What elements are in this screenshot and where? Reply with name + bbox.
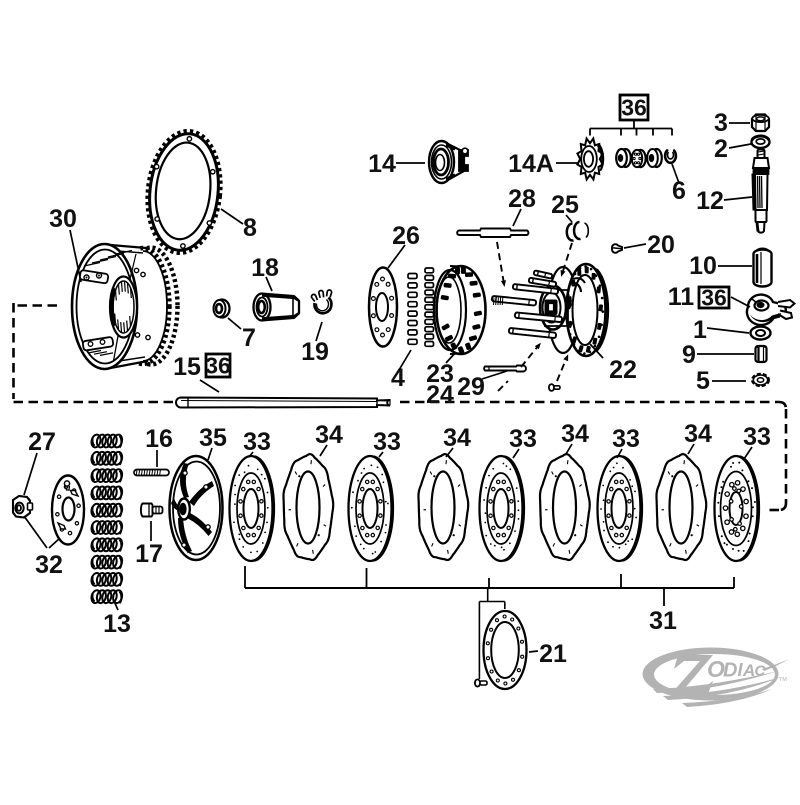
svg-text:33: 33 — [373, 428, 401, 456]
svg-text:2: 2 — [714, 135, 728, 163]
svg-text:14A: 14A — [508, 150, 554, 178]
svg-text:34: 34 — [684, 420, 712, 448]
svg-text:17: 17 — [135, 540, 163, 568]
svg-text:16: 16 — [145, 425, 173, 453]
svg-text:3: 3 — [714, 109, 728, 137]
svg-text:12: 12 — [696, 187, 724, 215]
svg-text:26: 26 — [392, 222, 420, 250]
svg-text:27: 27 — [28, 428, 56, 456]
svg-text:33: 33 — [743, 423, 771, 451]
svg-text:33: 33 — [509, 425, 537, 453]
svg-text:18: 18 — [251, 254, 279, 282]
svg-text:32: 32 — [35, 551, 63, 579]
svg-text:11: 11 — [668, 283, 695, 311]
svg-text:34: 34 — [315, 421, 343, 449]
svg-text:36: 36 — [621, 95, 647, 121]
svg-text:4: 4 — [391, 364, 405, 392]
svg-text:15: 15 — [173, 353, 201, 381]
svg-text:22: 22 — [609, 356, 637, 384]
svg-text:30: 30 — [49, 205, 77, 233]
svg-text:D: D — [723, 660, 737, 682]
svg-text:36: 36 — [701, 285, 727, 311]
svg-text:24: 24 — [426, 381, 454, 409]
svg-text:21: 21 — [539, 640, 567, 668]
svg-text:29: 29 — [457, 373, 485, 401]
svg-text:19: 19 — [301, 338, 329, 366]
svg-text:7: 7 — [242, 324, 256, 352]
svg-text:8: 8 — [243, 214, 257, 242]
svg-text:35: 35 — [199, 424, 227, 452]
svg-text:13: 13 — [103, 610, 131, 638]
svg-text:5: 5 — [696, 367, 710, 395]
svg-text:9: 9 — [682, 341, 696, 369]
svg-text:34: 34 — [443, 424, 471, 452]
svg-text:31: 31 — [649, 607, 677, 635]
svg-text:33: 33 — [243, 428, 271, 456]
svg-text:36: 36 — [205, 353, 231, 379]
svg-text:14: 14 — [368, 150, 396, 178]
svg-text:1: 1 — [693, 316, 707, 344]
svg-text:25: 25 — [551, 191, 579, 219]
svg-text:TM: TM — [779, 677, 787, 683]
svg-text:10: 10 — [689, 252, 717, 280]
svg-text:34: 34 — [561, 420, 589, 448]
svg-text:20: 20 — [647, 231, 675, 259]
svg-text:28: 28 — [508, 185, 536, 213]
svg-text:33: 33 — [612, 425, 640, 453]
